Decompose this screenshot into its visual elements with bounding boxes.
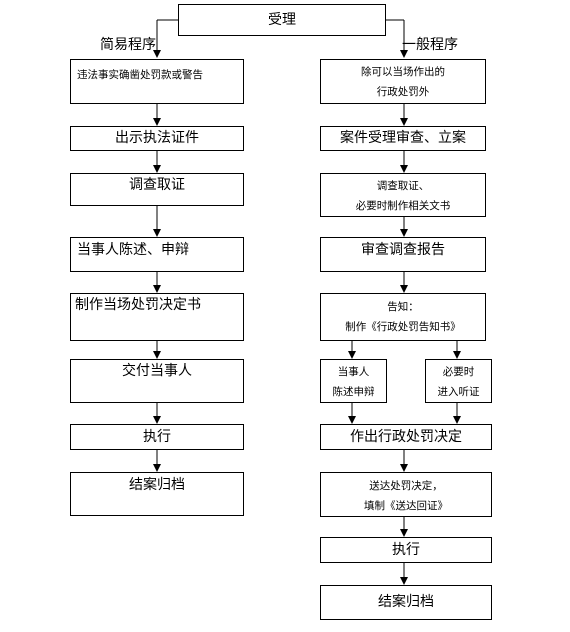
right-step-serve-box: 送达处罚决定， 填制《送达回证》 [320, 472, 492, 517]
right-step-except-line1: 除可以当场作出的 [361, 66, 445, 78]
left-step-decision-doc-box: 制作当场处罚决定书 [70, 293, 244, 341]
left-step-show-cert-box: 出示执法证件 [70, 126, 244, 151]
accept-label: 受理 [268, 12, 296, 28]
right-step-register-box: 案件受理审查、立案 [320, 126, 486, 151]
right-step-execute-box: 执行 [320, 537, 492, 563]
left-step-execute-label: 执行 [143, 429, 171, 445]
right-step-register-label: 案件受理审查、立案 [340, 130, 466, 146]
left-step-facts-label: 违法事实确凿处罚款或警告 [77, 69, 203, 81]
right-step-investigate-line2: 必要时制作相关文书 [355, 200, 451, 212]
left-step-statement-label: 当事人陈述、申辩 [77, 242, 189, 258]
right-step-notify-box: 告知： 制作《行政处罚告知书》 [320, 293, 486, 341]
right-step-statement-line1: 当事人 [337, 366, 370, 378]
right-step-review-label: 审查调查报告 [361, 242, 445, 258]
right-step-notify-line2: 制作《行政处罚告知书》 [345, 321, 461, 333]
right-step-except-box: 除可以当场作出的 行政处罚外 [320, 59, 486, 104]
right-step-serve-line1: 送达处罚决定， [369, 480, 443, 492]
right-step-hearing-line2: 进入听证 [437, 386, 480, 398]
accept-box: 受理 [178, 4, 386, 36]
left-step-show-cert-label: 出示执法证件 [115, 130, 199, 146]
left-step-statement-box: 当事人陈述、申辩 [70, 237, 244, 272]
right-step-statement-line2: 陈述申辩 [332, 386, 375, 398]
right-step-execute-label: 执行 [392, 542, 420, 558]
right-step-notify-line1: 告知： [387, 301, 419, 313]
left-step-archive-label: 结案归档 [129, 477, 185, 493]
right-step-except-line2: 行政处罚外 [376, 86, 430, 98]
left-step-investigate-label: 调查取证 [129, 177, 185, 193]
left-step-archive-box: 结案归档 [70, 472, 244, 516]
right-step-investigate-box: 调查取证、 必要时制作相关文书 [320, 173, 486, 217]
right-step-decision-box: 作出行政处罚决定 [320, 424, 492, 450]
right-step-statement-box: 当事人 陈述申辩 [320, 359, 387, 403]
left-step-investigate-box: 调查取证 [70, 173, 244, 206]
left-step-deliver-box: 交付当事人 [70, 359, 244, 403]
general-procedure-label: 一般程序 [402, 37, 458, 53]
left-step-deliver-label: 交付当事人 [122, 363, 192, 379]
left-step-facts-box: 违法事实确凿处罚款或警告 [70, 59, 244, 104]
left-step-execute-box: 执行 [70, 424, 244, 450]
right-step-archive-label: 结案归档 [378, 594, 434, 610]
right-step-serve-line2: 填制《送达回证》 [364, 500, 448, 512]
right-step-investigate-line1: 调查取证、 [376, 180, 430, 192]
right-step-hearing-line1: 必要时 [442, 366, 475, 378]
left-step-decision-doc-label: 制作当场处罚决定书 [75, 297, 201, 313]
right-step-decision-label: 作出行政处罚决定 [350, 429, 462, 445]
simple-procedure-label: 简易程序 [100, 37, 156, 53]
right-step-review-box: 审查调查报告 [320, 237, 486, 272]
right-step-archive-box: 结案归档 [320, 585, 492, 620]
right-step-hearing-box: 必要时 进入听证 [425, 359, 492, 403]
